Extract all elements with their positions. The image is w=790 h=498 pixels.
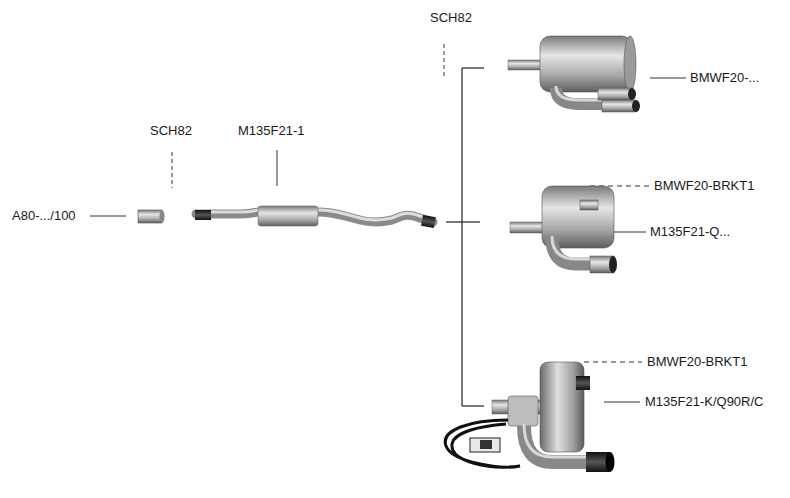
rear-muffler-middle [510,186,617,273]
part-label: SCH82 [150,123,192,139]
variant-bracket [446,68,484,406]
part-label: M135F21-1 [238,123,304,139]
part-label: M135F21-Q... [650,224,730,240]
rear-muffler-top [508,36,640,112]
part-label: BMWF20-BRKT1 [654,178,754,194]
rear-muffler-bottom [445,362,614,472]
part-label: M135F21-K/Q90R/C [645,394,764,410]
part-label: SCH82 [430,10,472,26]
part-label: A80-.../100 [12,208,76,224]
leader-lines [90,44,686,402]
part-label: BMWF20-... [690,70,759,86]
part-label: BMWF20-BRKT1 [647,354,747,370]
sleeve-part [138,210,165,223]
centre-pipe [195,206,436,228]
